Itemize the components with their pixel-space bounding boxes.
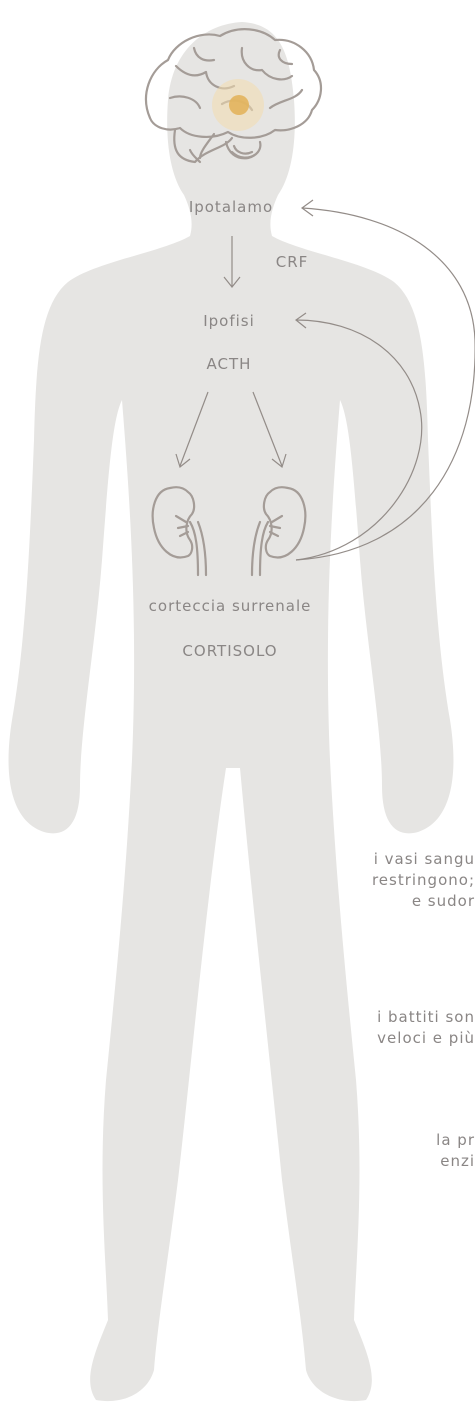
body-silhouette <box>9 22 454 1401</box>
vessels-text-line1: i vasi sangu <box>374 850 475 868</box>
adrenal-cortex-label: corteccia surrenale <box>149 597 312 615</box>
cortisol-label: CORTISOLO <box>182 642 277 660</box>
third-text-line2: enzi <box>440 1152 475 1170</box>
heart-text-line1: i battiti son <box>377 1008 475 1026</box>
vessels-text-line3: e sudor <box>412 892 475 910</box>
pituitary-label: Ipofisi <box>203 312 255 330</box>
vessels-text-line2: restringono; <box>372 871 475 889</box>
crf-label: CRF <box>276 253 309 271</box>
acth-label: ACTH <box>207 355 252 373</box>
hypothalamus-dot <box>229 95 249 115</box>
hypothalamus-label: Ipotalamo <box>189 198 273 216</box>
third-text-line1: la pr <box>436 1131 475 1149</box>
heart-text-line2: veloci e più <box>377 1029 475 1047</box>
